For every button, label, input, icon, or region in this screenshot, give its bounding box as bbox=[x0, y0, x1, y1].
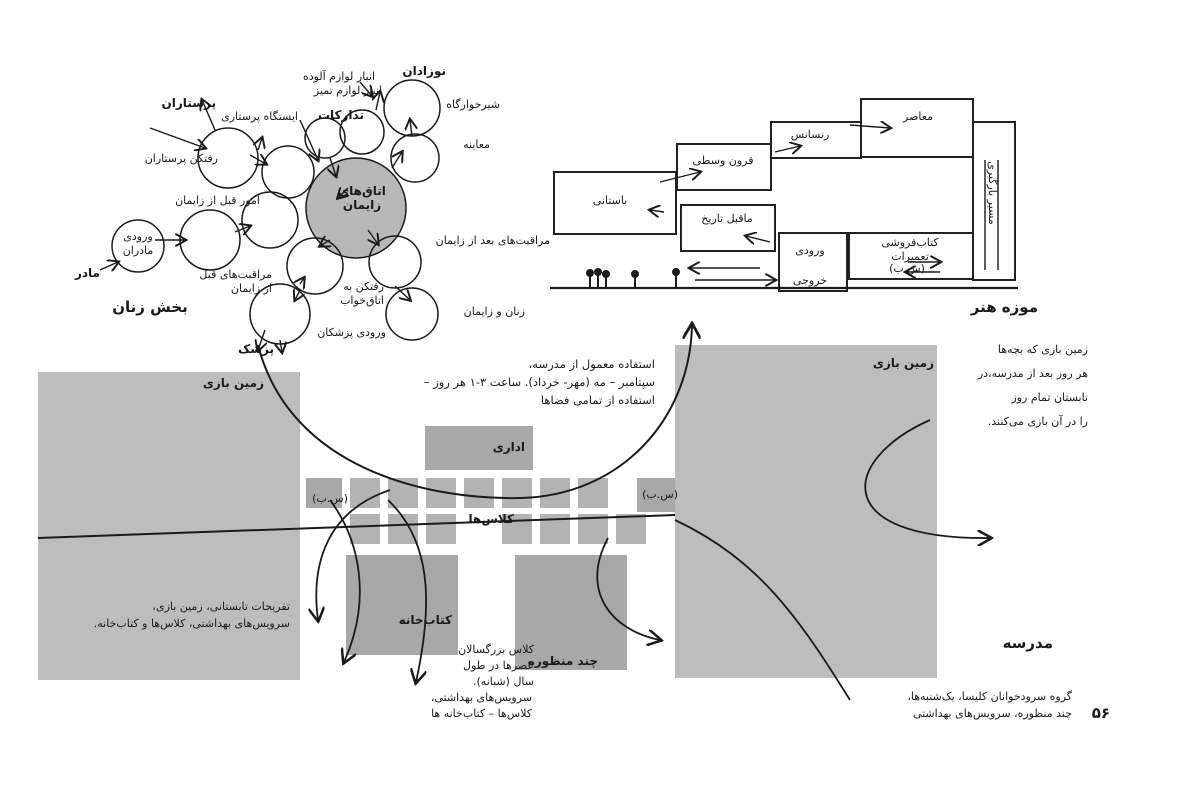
sb-left-block bbox=[306, 478, 342, 508]
classes-label: کلاس‌ها bbox=[468, 512, 514, 526]
label-pre-delivery: مراقبت‌های قبل از زایمان bbox=[199, 268, 272, 295]
bubble-nursing-station bbox=[261, 145, 315, 199]
room-ancient-label: باستانی bbox=[592, 194, 628, 207]
admin-label: اداری bbox=[492, 440, 525, 454]
museum-arrows bbox=[650, 125, 999, 280]
room-bookshop-services: (س.ب) bbox=[889, 262, 925, 275]
sb-right-label: (س.ب) bbox=[642, 488, 678, 501]
multipurpose-label: چند منظوره bbox=[527, 654, 598, 668]
classroom-tile bbox=[502, 478, 532, 508]
classroom-tile bbox=[426, 514, 456, 544]
curve-choir bbox=[596, 537, 660, 640]
sb-left-label: (س.ب) bbox=[312, 492, 348, 505]
classroom-tile bbox=[578, 478, 608, 508]
bubble-supplies bbox=[304, 117, 346, 159]
bubble-delivered bbox=[385, 287, 439, 341]
women-section-title: بخش زنان bbox=[112, 298, 188, 316]
admin-block bbox=[425, 426, 533, 470]
choir-note: گروه سرودخوانان کلیسا، یک‌شنبه‌ها، چند م… bbox=[907, 690, 1072, 720]
classroom-tile bbox=[350, 478, 380, 508]
room-renaissance-label: رنسانس bbox=[790, 128, 830, 141]
multipurpose-block bbox=[515, 555, 627, 670]
people-figures bbox=[586, 268, 680, 287]
label-nursing-station: ایستگاه پرستاری bbox=[221, 110, 298, 123]
museum-title: موزه هنر bbox=[970, 298, 1038, 316]
bubble-mothers-entrance bbox=[111, 219, 165, 273]
curve-summer bbox=[316, 489, 391, 620]
room-exit-label: خروجی bbox=[792, 274, 828, 287]
label-dirty-storage: انبار لوازم آلوده bbox=[302, 70, 375, 83]
summer-note: تفریحات تابستانی، زمین بازی، سرویس‌های ب… bbox=[93, 600, 290, 630]
museum-loading-corridor bbox=[972, 121, 1016, 281]
playground-left-area bbox=[38, 372, 300, 680]
adult-class-note: کلاس بزرگسالان عصرها در طول سال (شبانه). bbox=[458, 643, 534, 688]
curve-adult-b bbox=[387, 499, 427, 682]
room-bookshop-label: کتاب‌فروشی تعمیرات bbox=[881, 236, 939, 263]
room-loading-label: مسیر بارگیری bbox=[986, 161, 999, 225]
label-post-delivery: مراقبت‌های بعد از زایمان bbox=[435, 234, 550, 247]
label-mother: مادر bbox=[74, 266, 100, 280]
museum-prehistoric-room bbox=[680, 204, 776, 252]
label-mothers-entrance: ورودی مادران bbox=[122, 230, 154, 257]
playground-right-area bbox=[675, 345, 937, 678]
label-to-bedroom: رفتکن به اتاق‌خواب bbox=[340, 280, 384, 307]
room-contemporary-label: معاصر bbox=[903, 110, 933, 123]
bubble-arrows bbox=[99, 81, 412, 352]
bubble-exam bbox=[390, 133, 440, 183]
label-milk-room: شیرخوارگاه bbox=[446, 98, 500, 111]
sb-right-block bbox=[637, 478, 675, 512]
bubble-storage bbox=[339, 109, 385, 155]
room-medieval-label: قرون وسطی bbox=[692, 154, 754, 167]
room-prehistoric-label: ماقبل تاریخ bbox=[701, 212, 753, 225]
label-exam: معاینه bbox=[463, 138, 490, 151]
curve-adult-a bbox=[329, 499, 361, 662]
classroom-tile bbox=[464, 478, 494, 508]
label-newborns: نوزادان bbox=[402, 64, 446, 78]
label-delivered-women: زنان و زایمان bbox=[463, 305, 525, 318]
classroom-tile bbox=[350, 514, 380, 544]
room-entrance-label: ورودی bbox=[795, 244, 825, 257]
classroom-tile bbox=[616, 514, 646, 544]
kids-note: زمین بازی که بچه‌ها هر روز بعد از مدرسه،… bbox=[977, 343, 1088, 428]
label-delivery-rooms: اتاق‌های زایمان bbox=[338, 184, 386, 212]
bubble-to-bedroom bbox=[286, 237, 344, 295]
museum-entrance-room bbox=[778, 232, 848, 292]
curve-right-playground bbox=[864, 419, 990, 538]
library-block bbox=[346, 555, 458, 655]
bubble-pre-delivery bbox=[179, 209, 241, 271]
page-number: ۵۶ bbox=[1091, 704, 1110, 722]
curve-kids-play bbox=[674, 519, 851, 701]
school-path-line bbox=[37, 514, 676, 539]
school-title: مدرسه bbox=[1002, 634, 1053, 652]
classroom-tile bbox=[502, 514, 532, 544]
museum-medieval-room bbox=[676, 143, 772, 191]
bubble-post-delivery bbox=[368, 235, 422, 289]
label-doctor: پزشک bbox=[237, 342, 274, 356]
bubble-delivery-rooms bbox=[305, 157, 407, 259]
bubble-pre-delivery-affairs bbox=[241, 191, 299, 249]
classroom-tile bbox=[540, 478, 570, 508]
evening-services-note: سرویس‌های بهداشتی، کلاس‌ها – کتاب‌خانه ه… bbox=[430, 691, 532, 720]
usage-note: استفاده معمول از مدرسه، سپتامبر – مه (مه… bbox=[423, 357, 655, 407]
label-nurses: پرستاران bbox=[161, 96, 216, 110]
playground-left-label: زمین بازی bbox=[202, 376, 264, 390]
museum-renaissance-room bbox=[770, 121, 862, 159]
arc-usage-path bbox=[257, 325, 692, 500]
label-pre-delivery-affairs: امور قبل از زایمان bbox=[175, 194, 260, 207]
playground-right-label: زمین بازی bbox=[872, 356, 934, 370]
museum-ancient-room bbox=[553, 171, 677, 235]
classroom-tile bbox=[388, 514, 418, 544]
label-doctors-entrance: ورودی پزشکان bbox=[317, 326, 386, 339]
library-label: کتاب‌خانه bbox=[398, 613, 452, 627]
label-nurses-change: رفتکن پرستاران bbox=[144, 152, 218, 165]
label-clean-storage: انبار لوازم تمیز bbox=[313, 84, 382, 97]
label-supplies: تدارکات bbox=[317, 108, 364, 122]
